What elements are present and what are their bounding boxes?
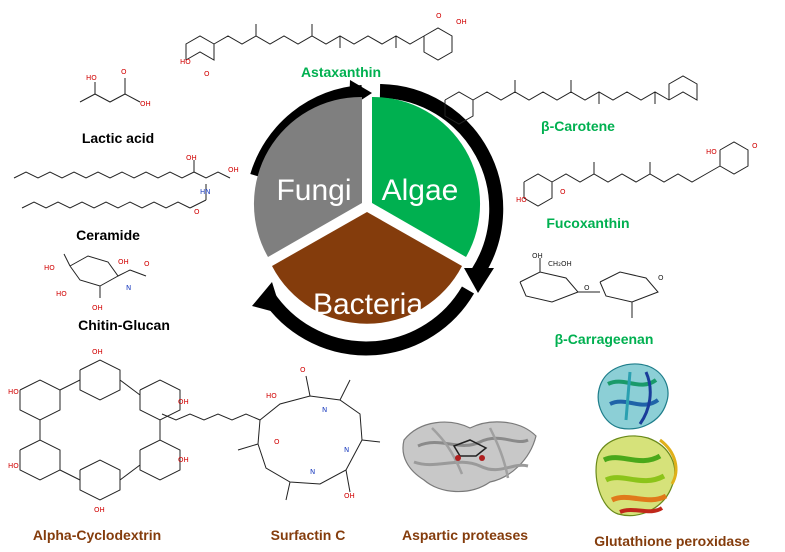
image-glutathione-peroxidase-blue: [597, 363, 669, 430]
label-beta-carrageenan: β-Carrageenan: [555, 331, 654, 347]
cycle-segment-bacteria: [272, 212, 462, 324]
structure-fucoxanthin: HO O HO O: [516, 141, 758, 207]
cycle-arrow-algae-to-bacteria: [379, 84, 504, 276]
svg-text:O: O: [144, 260, 150, 268]
svg-text:HO: HO: [706, 148, 717, 156]
label-beta-carotene: β-Carotene: [541, 118, 615, 134]
svg-text:OH: OH: [140, 100, 151, 108]
svg-text:OH: OH: [178, 456, 189, 464]
structure-alpha-cyclodextrin: HO OH OH HO OH OH: [8, 348, 189, 514]
structure-astaxanthin: HO O O OH: [180, 12, 467, 78]
svg-text:HO: HO: [8, 388, 19, 396]
svg-text:O: O: [300, 366, 306, 374]
svg-text:HO: HO: [86, 74, 97, 82]
label-lactic-acid: Lactic acid: [82, 130, 154, 146]
cycle-arrowhead-3: [252, 282, 282, 314]
cycle-label-algae: Algae: [382, 174, 459, 207]
svg-text:HO: HO: [180, 58, 191, 66]
image-aspartic-protease: [402, 421, 537, 493]
svg-text:O: O: [560, 188, 566, 196]
svg-text:OH: OH: [228, 166, 239, 174]
svg-text:O: O: [436, 12, 442, 20]
label-glutathione-peroxidase: Glutathione peroxidase: [594, 533, 750, 549]
cycle-label-fungi: Fungi: [276, 174, 351, 207]
svg-text:OH: OH: [92, 348, 103, 356]
svg-text:O: O: [274, 438, 280, 446]
svg-text:N: N: [344, 446, 349, 454]
cycle-label-bacteria: Bacteria: [313, 288, 423, 321]
svg-text:O: O: [584, 284, 590, 292]
svg-text:N: N: [310, 468, 315, 476]
label-ceramide: Ceramide: [76, 227, 140, 243]
structure-chitin-glucan: HO HO OH N OH O: [44, 253, 150, 312]
svg-text:OH: OH: [118, 258, 129, 266]
svg-text:OH: OH: [94, 506, 105, 514]
svg-text:OH: OH: [92, 304, 103, 312]
svg-text:HO: HO: [8, 462, 19, 470]
cycle-segment-algae: [372, 96, 481, 257]
image-glutathione-peroxidase-rainbow: [595, 435, 678, 517]
svg-text:OH: OH: [178, 398, 189, 406]
label-aspartic-proteases: Aspartic proteases: [402, 527, 528, 543]
structure-ceramide: OH OH HN O: [13, 154, 239, 216]
structure-surfactin-c: HO O N N N OH O: [161, 366, 381, 501]
svg-text:O: O: [752, 142, 758, 150]
structure-beta-carrageenan: OH CH₂OH O O: [519, 252, 664, 318]
svg-text:HO: HO: [44, 264, 55, 272]
label-fucoxanthin: Fucoxanthin: [546, 215, 629, 231]
label-surfactin-c: Surfactin C: [271, 527, 346, 543]
structure-lactic-acid: HO O OH: [79, 68, 151, 108]
svg-text:HO: HO: [56, 290, 67, 298]
svg-text:HO: HO: [516, 196, 527, 204]
cycle-segment-fungi: [253, 96, 362, 257]
svg-text:HO: HO: [266, 392, 277, 400]
svg-text:O: O: [658, 274, 664, 282]
cycle-diagram: Fungi Algae Bacteria: [250, 80, 504, 356]
cycle-arrow-fungi-to-algae: [250, 85, 363, 179]
label-alpha-cyclodextrin: Alpha-Cyclodextrin: [33, 527, 161, 543]
label-chitin-glucan: Chitin-Glucan: [78, 317, 170, 333]
cycle-arrow-bacteria-to-fungi: [262, 286, 475, 356]
svg-text:OH: OH: [344, 492, 355, 500]
svg-text:O: O: [194, 208, 200, 216]
label-astaxanthin: Astaxanthin: [301, 64, 381, 80]
cycle-arrowhead-2: [464, 268, 494, 293]
svg-text:N: N: [126, 284, 131, 292]
svg-text:CH₂OH: CH₂OH: [548, 260, 572, 268]
svg-text:N: N: [322, 406, 327, 414]
svg-text:O: O: [121, 68, 127, 76]
svg-text:HN: HN: [200, 188, 211, 196]
svg-text:OH: OH: [456, 18, 467, 26]
svg-text:OH: OH: [186, 154, 197, 162]
svg-text:OH: OH: [532, 252, 543, 260]
structure-beta-carotene: [444, 75, 698, 125]
svg-text:O: O: [204, 70, 210, 78]
